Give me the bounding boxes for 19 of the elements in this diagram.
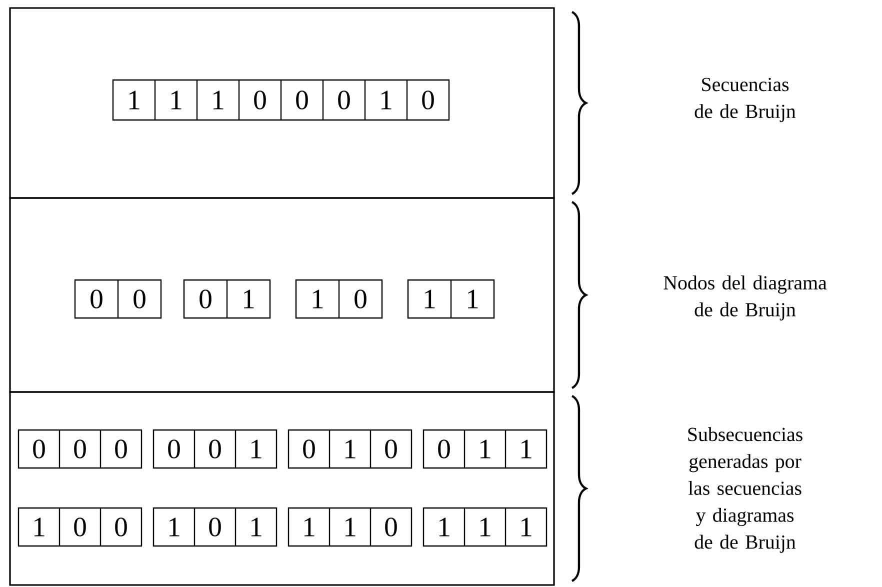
panel	[9, 7, 555, 199]
bit-sequence: 0 1	[183, 279, 271, 319]
band-caption: Subsecuencias generadas por las secuencias y diagramas de de Bruijn	[688, 427, 802, 553]
panel	[9, 391, 555, 586]
bit-sequence: 1 0 0	[18, 507, 142, 547]
bit-sequence: 1 1 1	[422, 507, 548, 547]
band-caption: Secuencias de de Bruijn	[694, 78, 796, 122]
bit-sequence: 1 0	[295, 279, 383, 319]
bit-sequence: 0 0 0	[18, 429, 142, 469]
bit-sequence: 1 0 1	[152, 507, 278, 547]
bit-sequence: 1 1 0	[288, 507, 412, 547]
bit-sequence: 0 1 0	[288, 429, 412, 469]
band-caption: Nodos del diagrama de de Bruijn	[664, 276, 827, 320]
bit-sequence: 0 0 1	[152, 429, 278, 469]
panel	[9, 197, 555, 393]
bit-sequence: 0 1 1	[422, 429, 548, 469]
bit-sequence: 1 1 1 0 0 0 1 0	[112, 79, 450, 121]
bit-sequence: 1 1	[407, 279, 495, 319]
bit-sequence: 0 0	[74, 279, 162, 319]
